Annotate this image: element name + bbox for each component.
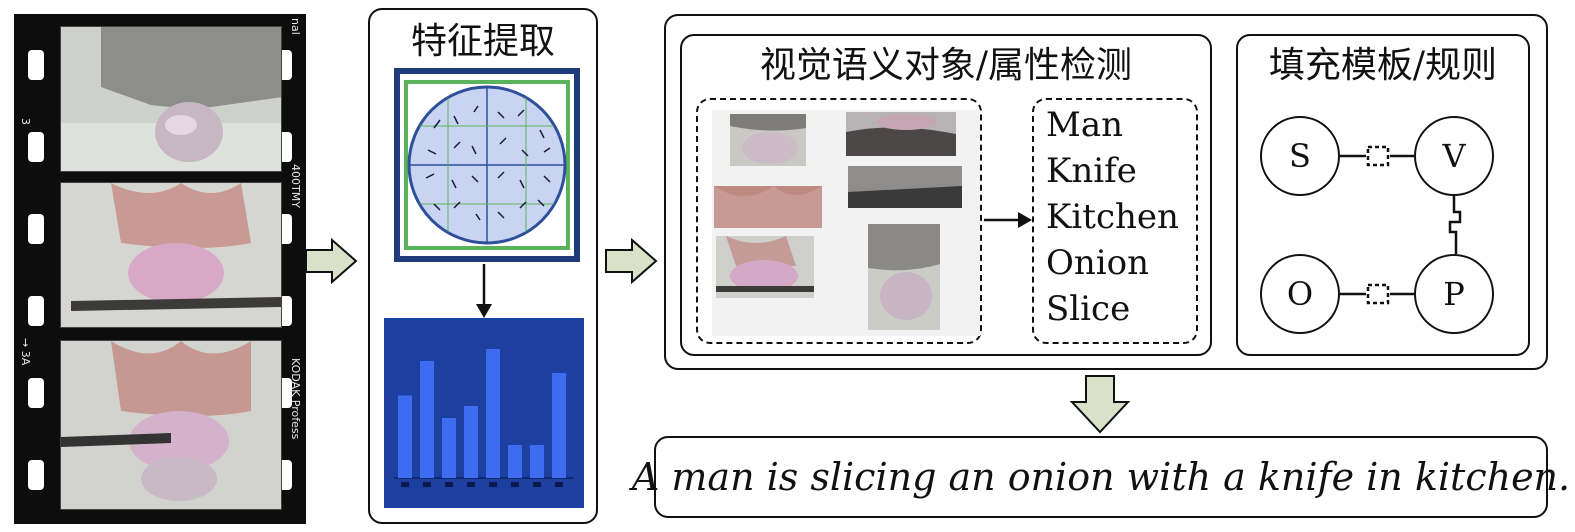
crop-knife: [846, 112, 956, 156]
crop-onion-slice: [716, 236, 814, 298]
film-edge-text: 400TMY: [289, 164, 302, 208]
detected-word: Man: [1046, 105, 1123, 145]
film-edge-text: 3: [19, 118, 32, 125]
histogram-tick: [423, 482, 431, 487]
histogram-bar: [398, 395, 412, 478]
template-rules-panel: 填充模板/规则 S V O P: [1236, 34, 1530, 356]
film-strip: nal 3 400TMY → 3A KODAK Profess: [14, 14, 306, 524]
detected-word: Kitchen: [1046, 197, 1179, 237]
flow-arrow-down: [1069, 375, 1131, 434]
crop-onion-whole: [868, 224, 940, 330]
object-crops-group: [696, 98, 982, 344]
histogram-tick: [511, 482, 519, 487]
sprocket-hole: [28, 460, 44, 490]
histogram-tick: [445, 482, 453, 487]
detected-words-list: Man Knife Kitchen Onion Slice: [1046, 102, 1179, 332]
caption-box: A man is slicing an onion with a knife i…: [632, 436, 1570, 518]
semantic-analysis-panel: 视觉语义对象/属性检测: [664, 14, 1548, 370]
sprocket-hole: [28, 50, 44, 80]
sprocket-hole: [28, 214, 44, 244]
histogram-tick: [401, 482, 409, 487]
feature-panel-title: 特征提取: [410, 21, 555, 62]
flow-arrow-right: [605, 238, 658, 284]
crop-blade: [848, 166, 962, 208]
video-frame-3: [60, 340, 282, 510]
node-object: O: [1260, 254, 1340, 334]
crop-hand: [714, 186, 822, 228]
detection-panel-title: 视觉语义对象/属性检测: [759, 45, 1133, 86]
video-frame-2: [60, 182, 282, 328]
node-verb: V: [1414, 116, 1494, 196]
histogram-tick: [555, 482, 563, 487]
detected-word: Onion: [1046, 243, 1150, 283]
histogram-tick: [533, 482, 541, 487]
histogram-bar: [552, 373, 566, 478]
flow-arrow-right: [305, 238, 358, 284]
histogram-tick: [489, 482, 497, 487]
feature-histogram: [384, 318, 584, 508]
feature-descriptor-image: [394, 68, 580, 262]
generated-caption: A man is slicing an onion with a knife i…: [631, 455, 1571, 499]
histogram-bar: [508, 445, 522, 478]
arrow-down-icon: [476, 264, 492, 318]
histogram-tick: [467, 482, 475, 487]
node-place: P: [1414, 254, 1494, 334]
detected-word: Slice: [1046, 289, 1131, 329]
film-edge-text: KODAK Profess: [289, 358, 302, 440]
detected-words-group: Man Knife Kitchen Onion Slice: [1032, 98, 1198, 344]
sprocket-hole: [28, 296, 44, 326]
histogram-background: [384, 318, 584, 508]
crop-onion: [730, 114, 806, 166]
detected-word: Knife: [1046, 151, 1137, 191]
histogram-bar: [530, 445, 544, 478]
template-panel-title: 填充模板/规则: [1268, 45, 1498, 86]
sprocket-hole: [28, 132, 44, 162]
feature-extraction-panel: 特征提取: [368, 8, 598, 524]
sprocket-hole: [28, 378, 44, 408]
detection-panel: 视觉语义对象/属性检测: [680, 34, 1212, 356]
histogram-bar: [464, 406, 478, 478]
arrow-right-icon: [984, 212, 1032, 228]
video-frame-1: [60, 26, 282, 172]
crops-background: [712, 110, 980, 336]
node-subject: S: [1260, 116, 1340, 196]
film-edge-text: → 3A: [19, 338, 32, 366]
histogram-bar: [486, 349, 500, 478]
node-connectors: [1340, 145, 1462, 305]
histogram-bar: [442, 418, 456, 478]
film-edge-text: nal: [289, 18, 302, 35]
histogram-bar: [420, 361, 434, 478]
